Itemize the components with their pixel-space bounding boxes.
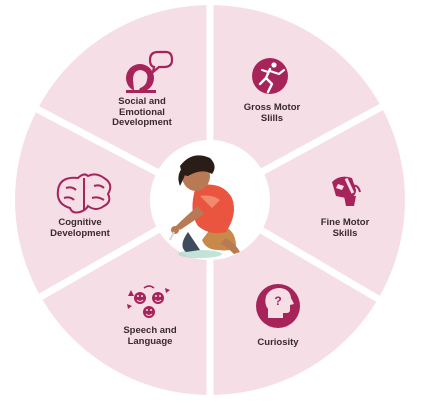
label-line: Skills: [332, 227, 358, 239]
svg-text:?: ?: [274, 294, 281, 308]
label-cognitive: Cognitive Development: [34, 217, 126, 239]
label-line: Social and: [118, 96, 166, 107]
label-curiosity: Curiosity: [232, 337, 324, 349]
label-line: Emotional: [119, 106, 165, 118]
label-fine-motor: Fine Motor Skills: [300, 217, 390, 239]
label-line: Speech and: [123, 325, 177, 336]
segment-dividers: [33, 2, 387, 400]
speech-bubble-face-icon: [126, 50, 174, 93]
label-line: Gross Motor: [243, 102, 301, 113]
running-figure-icon: [252, 58, 288, 94]
label-gross-motor: Gross Motor Slills: [226, 102, 318, 124]
emoji-faces-icon: [127, 285, 170, 318]
child-illustration: [169, 155, 240, 258]
label-line: Development: [112, 117, 172, 128]
hand-pencil-icon: [332, 176, 361, 206]
label-line: Fine Motor: [320, 217, 370, 228]
label-line: Development: [50, 227, 110, 239]
label-line: Language: [127, 335, 173, 347]
label-social-emotional: Social and Emotional Development: [96, 96, 188, 129]
label-line: Slills: [260, 112, 284, 124]
label-speech-language: Speech and Language: [104, 325, 196, 347]
label-line: Cognitive: [58, 217, 102, 228]
label-line: Curiosity: [257, 337, 299, 348]
brain-icon: [56, 173, 112, 214]
head-question-icon: ?: [256, 284, 300, 328]
